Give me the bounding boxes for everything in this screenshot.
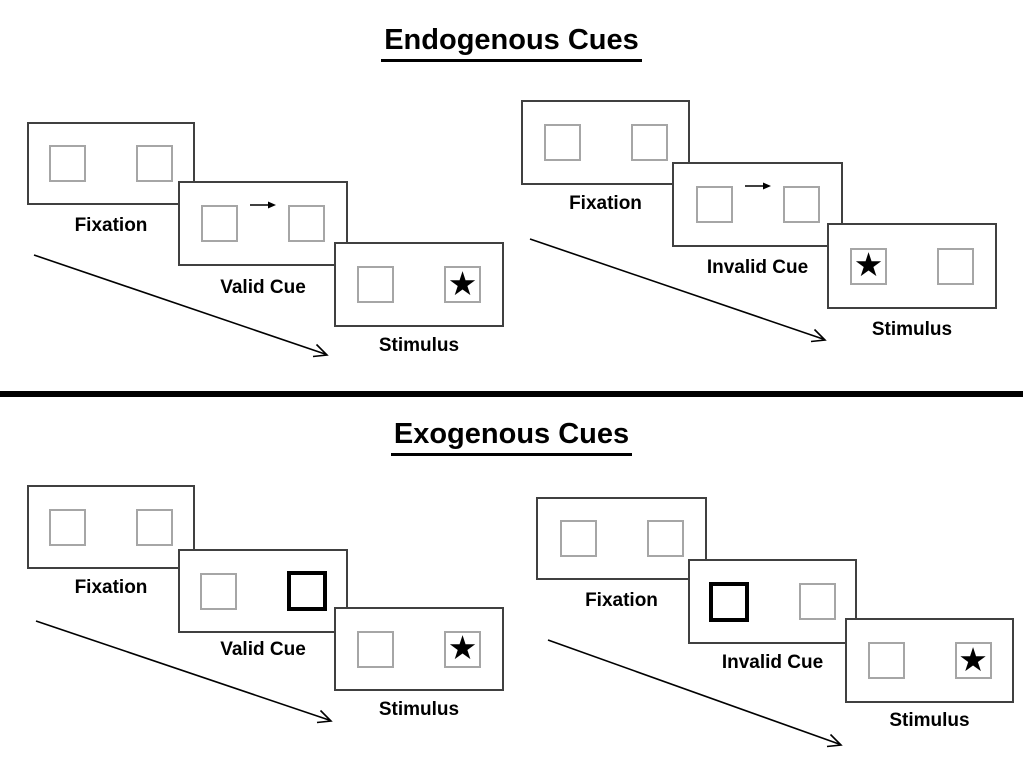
stimulus-panel: ★ <box>827 223 997 309</box>
cue-arrow-icon <box>250 201 276 208</box>
placeholder-box <box>867 642 905 679</box>
placeholder-box <box>49 145 86 182</box>
placeholder-box <box>782 186 820 223</box>
placeholder-box <box>136 145 173 182</box>
fixation-panel <box>536 497 707 580</box>
fixation-cross-icon <box>763 591 785 613</box>
panel-label: Stimulus <box>378 335 460 356</box>
panel-label: Invalid Cue <box>706 257 809 278</box>
placeholder-box <box>357 630 394 668</box>
fixation-cross-icon <box>611 528 633 550</box>
panel-label: Valid Cue <box>220 639 306 660</box>
fixation-panel <box>27 122 195 205</box>
panel-label: Fixation <box>585 590 658 611</box>
timeline-arrow-icon <box>529 238 827 343</box>
section-divider <box>0 391 1023 397</box>
panel-label: Fixation <box>74 577 148 598</box>
placeholder-box <box>646 520 684 557</box>
stimulus-panel: ★ <box>845 618 1014 703</box>
cue-panel <box>178 181 348 266</box>
timeline-arrow-icon <box>33 254 329 358</box>
panel-label: Valid Cue <box>220 277 306 298</box>
star-icon: ★ <box>447 263 478 303</box>
fixation-cross-icon <box>744 182 771 216</box>
panel-label: Stimulus <box>871 319 953 340</box>
section-title-exogenous: Exogenous Cues <box>10 417 1013 456</box>
placeholder-box <box>201 205 238 242</box>
section-title-endogenous: Endogenous Cues <box>10 23 1013 62</box>
placeholder-box <box>199 572 237 610</box>
stimulus-box: ★ <box>444 628 481 668</box>
stimulus-box: ★ <box>444 266 481 303</box>
cue-arrow-icon <box>744 182 771 189</box>
placeholder-box <box>559 520 597 557</box>
fixation-panel <box>27 485 195 569</box>
star-icon: ★ <box>853 245 884 284</box>
timeline-arrow-icon <box>547 639 843 748</box>
stimulus-panel: ★ <box>334 607 504 691</box>
star-icon: ★ <box>447 628 478 667</box>
cue-box <box>709 581 749 622</box>
placeholder-box <box>357 266 394 303</box>
panel-label: Invalid Cue <box>721 652 824 673</box>
stimulus-panel: ★ <box>334 242 504 327</box>
fixation-cross-icon <box>250 201 276 235</box>
section-title-text: Exogenous Cues <box>390 417 633 456</box>
panel-label: Fixation <box>569 193 642 214</box>
placeholder-box <box>695 186 733 223</box>
fixation-cross-icon <box>919 650 941 672</box>
placeholder-box <box>630 124 668 161</box>
timeline-arrow-icon <box>35 620 333 724</box>
cue-box <box>286 571 327 611</box>
cue-panel <box>672 162 843 247</box>
placeholder-box <box>937 247 974 285</box>
placeholder-box <box>799 583 836 620</box>
placeholder-box <box>49 508 86 546</box>
fixation-panel <box>521 100 690 185</box>
panel-label: Stimulus <box>378 699 460 720</box>
stimulus-box: ★ <box>954 639 992 679</box>
cue-panel <box>688 559 857 644</box>
stimulus-box: ★ <box>850 245 887 285</box>
panel-label: Stimulus <box>889 710 970 731</box>
cue-panel <box>178 549 348 633</box>
placeholder-box <box>136 508 173 546</box>
placeholder-box <box>288 205 325 242</box>
section-title-text: Endogenous Cues <box>381 23 642 62</box>
star-icon: ★ <box>958 639 988 679</box>
placeholder-box <box>543 124 581 161</box>
panel-label: Fixation <box>74 215 148 236</box>
